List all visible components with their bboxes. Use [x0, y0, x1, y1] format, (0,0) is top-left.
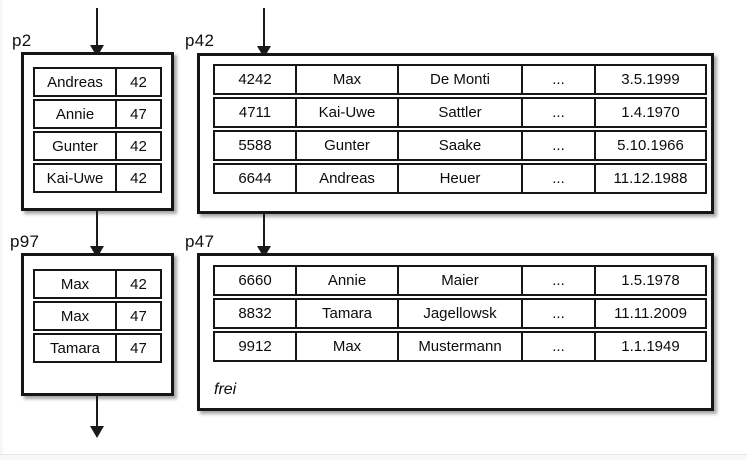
table-row: 5588 Gunter Saake ... 5.10.1966	[213, 130, 707, 161]
arrow-shaft	[96, 8, 98, 48]
table-cell: Mustermann	[399, 333, 523, 360]
table-cell: Max	[297, 333, 399, 360]
table-cell: 1.1.1949	[621, 338, 680, 355]
page-bottom-edge	[0, 454, 747, 460]
arrow-shaft	[96, 211, 98, 249]
table-row: Gunter 42	[33, 131, 162, 161]
table-cell: 5.10.1966	[617, 137, 684, 154]
table-cell: 1.4.1970	[621, 104, 680, 121]
table-cell: 47	[130, 339, 147, 357]
table-row: 4242 Max De Monti ... 3.5.1999	[213, 64, 707, 95]
page-box-p2: Andreas 42 Annie 47 Gunter 42 Kai-Uwe 42	[21, 52, 174, 211]
table-cell: ...	[523, 300, 596, 327]
table-cell: Andreas	[35, 69, 117, 95]
arrow-shaft	[263, 214, 265, 249]
arrow-p42-to-p47	[256, 214, 272, 258]
free-space-label: frei	[214, 381, 237, 398]
table-row: Max 42	[33, 269, 162, 299]
table-cell: ...	[523, 99, 596, 126]
arrow-p2-to-p97	[89, 211, 105, 258]
table-row: 6660 Annie Maier ... 1.5.1978	[213, 265, 707, 296]
table-cell: 42	[130, 169, 147, 187]
table-cell: 6660	[215, 267, 297, 294]
table-cell: Gunter	[35, 133, 117, 159]
page-label-p47: p47	[185, 232, 215, 251]
table-cell: 11.12.1988	[613, 170, 688, 187]
page-label-p42: p42	[185, 31, 215, 50]
page-label-p97: p97	[10, 232, 40, 251]
table-cell: 5588	[215, 132, 297, 159]
arrow-shaft	[263, 8, 265, 49]
table-cell: Tamara	[35, 335, 117, 361]
table-cell: De Monti	[399, 66, 523, 93]
table-cell: ...	[523, 333, 596, 360]
table-cell: Andreas	[297, 165, 399, 192]
table-cell: Kai-Uwe	[35, 165, 117, 191]
page-box-p42: 4242 Max De Monti ... 3.5.1999 4711 Kai-…	[197, 53, 714, 214]
arrow-out-of-p97	[89, 396, 105, 438]
table-cell: ...	[523, 132, 596, 159]
arrow-into-p42	[256, 8, 272, 58]
table-cell: Gunter	[297, 132, 399, 159]
table-cell: 42	[130, 137, 147, 155]
table-cell: 42	[130, 73, 147, 91]
page-left-edge	[0, 0, 3, 460]
table-cell: Max	[35, 271, 117, 297]
table-cell: Annie	[35, 101, 117, 127]
table-cell: Maier	[399, 267, 523, 294]
table-cell: 1.5.1978	[621, 272, 680, 289]
table-row: 8832 Tamara Jagellowsk ... 11.11.2009	[213, 298, 707, 329]
page-label-p2: p2	[12, 31, 32, 50]
table-row: Andreas 42	[33, 67, 162, 97]
table-cell: Heuer	[399, 165, 523, 192]
table-cell: 4711	[215, 99, 297, 126]
table-cell: Kai-Uwe	[297, 99, 399, 126]
table-cell: Tamara	[297, 300, 399, 327]
index-table-p2: Andreas 42 Annie 47 Gunter 42 Kai-Uwe 42	[33, 67, 162, 193]
page-box-p47: 6660 Annie Maier ... 1.5.1978 8832 Tamar…	[197, 253, 714, 411]
arrow-into-p2	[89, 8, 105, 57]
arrow-head-icon	[90, 426, 104, 438]
table-row: 9912 Max Mustermann ... 1.1.1949	[213, 331, 707, 362]
table-row: 6644 Andreas Heuer ... 11.12.1988	[213, 163, 707, 194]
table-cell: Jagellowsk	[399, 300, 523, 327]
arrow-shaft	[96, 396, 98, 429]
table-row: 4711 Kai-Uwe Sattler ... 1.4.1970	[213, 97, 707, 128]
table-cell: Max	[35, 303, 117, 329]
table-cell: 47	[130, 105, 147, 123]
table-cell: ...	[523, 66, 596, 93]
table-cell: 42	[130, 275, 147, 293]
table-cell: 11.11.2009	[614, 305, 687, 322]
table-cell: ...	[523, 165, 596, 192]
table-cell: 4242	[215, 66, 297, 93]
table-cell: 47	[130, 307, 147, 325]
table-cell: ...	[523, 267, 596, 294]
table-cell: Saake	[399, 132, 523, 159]
table-cell: 9912	[215, 333, 297, 360]
table-row: Tamara 47	[33, 333, 162, 363]
table-row: Max 47	[33, 301, 162, 331]
index-table-p97: Max 42 Max 47 Tamara 47	[33, 269, 162, 363]
data-table-p42: 4242 Max De Monti ... 3.5.1999 4711 Kai-…	[213, 64, 707, 194]
page-box-p97: Max 42 Max 47 Tamara 47	[21, 253, 174, 396]
table-cell: Sattler	[399, 99, 523, 126]
table-row: Annie 47	[33, 99, 162, 129]
table-row: Kai-Uwe 42	[33, 163, 162, 193]
table-cell: 3.5.1999	[621, 71, 680, 88]
table-cell: 8832	[215, 300, 297, 327]
table-cell: 6644	[215, 165, 297, 192]
table-cell: Annie	[297, 267, 399, 294]
table-cell: Max	[297, 66, 399, 93]
data-table-p47: 6660 Annie Maier ... 1.5.1978 8832 Tamar…	[213, 265, 707, 362]
